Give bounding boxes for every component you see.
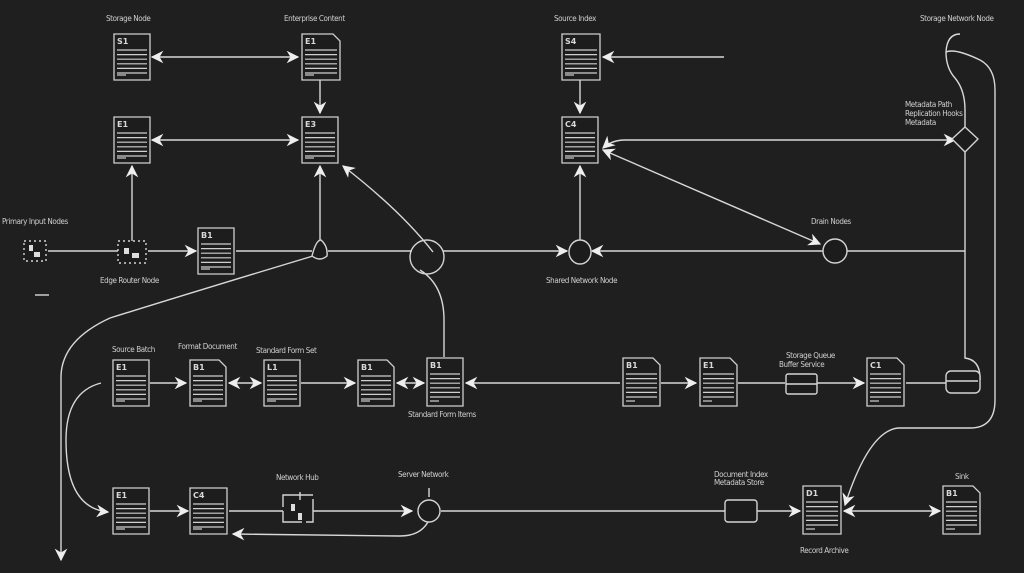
document-frame (942, 485, 981, 535)
document-header: E1 (703, 361, 714, 370)
decision-diamond[interactable] (951, 126, 979, 153)
document-frame (426, 357, 464, 407)
document-icon[interactable]: B1 (942, 485, 981, 535)
document-header: L1 (267, 363, 278, 372)
label-storage-queue: Storage Queue (786, 351, 836, 360)
document-icon[interactable]: C4 (189, 487, 228, 535)
document-frame (866, 357, 905, 407)
label-record-archive: Record Archive (800, 546, 849, 555)
label-server-network: Server Network (398, 470, 450, 479)
label-source-batch: Source Batch (112, 345, 155, 354)
document-icon[interactable]: E1 (301, 33, 341, 81)
connector-hub-d5 (419, 269, 445, 357)
document-frame (622, 357, 661, 407)
connector-left-e1 (65, 382, 110, 518)
document-frame (699, 357, 738, 407)
document-header: B1 (626, 361, 638, 370)
label-drain-nodes: Drain Nodes (811, 217, 852, 226)
document-header: E1 (117, 120, 128, 129)
gateway-node[interactable] (724, 499, 758, 523)
document-header: E1 (305, 37, 316, 46)
label-sink: Sink (955, 472, 970, 481)
label-edge-router: Edge Router Node (100, 276, 160, 285)
document-icon[interactable]: S1 (113, 33, 151, 81)
document-icon[interactable]: B1 (622, 357, 661, 407)
document-icon[interactable]: E3 (301, 116, 339, 164)
hub-node[interactable] (409, 239, 445, 275)
connectors (35, 33, 996, 562)
document-icon[interactable]: S4 (561, 33, 601, 81)
label-replication-hooks: Replication Hooks (905, 109, 963, 118)
document-header: B1 (193, 363, 205, 372)
document-icon[interactable]: E1 (112, 359, 150, 407)
database-node[interactable] (945, 370, 981, 394)
switch-node[interactable] (282, 492, 314, 523)
document-header: B1 (201, 231, 213, 240)
document-icon[interactable]: D1 (802, 485, 842, 535)
document-frame (802, 485, 842, 535)
document-icon[interactable]: E1 (113, 116, 151, 164)
network-hub-node[interactable] (417, 499, 441, 523)
label-metadata-path: Metadata Path (905, 100, 952, 109)
connector-top-right-return (842, 50, 996, 507)
drain-node[interactable] (822, 238, 848, 264)
label-format-document: Format Document (178, 342, 237, 351)
connector-drain-b3 (601, 148, 822, 246)
nodes (23, 126, 981, 523)
label-network-hub: Network Hub (276, 473, 319, 482)
label-primary-input: Primary Input Nodes (2, 217, 69, 226)
label-storage-network-node: Storage Network Node (920, 14, 995, 23)
valve-node[interactable] (311, 239, 328, 260)
label-standard-form-items: Standard Form Items (408, 410, 477, 419)
label-metadata-store: Metadata Store (714, 478, 765, 487)
label-shared-network: Shared Network Node (546, 276, 618, 285)
document-header: B1 (430, 361, 442, 370)
document-icon[interactable]: C1 (866, 357, 905, 407)
document-header: D1 (806, 489, 819, 498)
connector-hub-b2 (342, 165, 434, 253)
router-node-icon[interactable] (117, 240, 147, 264)
document-header: B1 (946, 489, 958, 498)
document-header: B1 (361, 363, 373, 372)
connector-valve-left-curve (54, 255, 314, 562)
label-source-index: Source Index (554, 14, 597, 23)
document-header: C4 (193, 491, 205, 500)
document-icon[interactable]: B1 (197, 227, 235, 275)
label-buffer-service: Buffer Service (779, 360, 825, 369)
connector-hub-e2-return (231, 521, 429, 541)
document-header: E1 (116, 363, 127, 372)
document-header: S1 (117, 37, 129, 46)
document-icon[interactable]: B1 (426, 357, 464, 407)
connector-b3-diamond (602, 133, 957, 149)
document-icon[interactable]: E1 (112, 487, 150, 535)
junction-node[interactable] (568, 239, 592, 265)
document-header: C1 (870, 361, 882, 370)
document-icon[interactable]: C4 (561, 116, 599, 164)
label-storage-node: Storage Node (106, 14, 151, 23)
document-icon[interactable]: B1 (357, 359, 395, 407)
document-icon[interactable]: E1 (699, 357, 738, 407)
document-icon[interactable]: L1 (263, 359, 301, 407)
label-standard-form-set: Standard Form Set (256, 346, 317, 355)
document-header: E1 (116, 491, 127, 500)
connector-top-right-loop (945, 33, 966, 127)
document-header: C4 (565, 120, 577, 129)
document-icon[interactable]: B1 (189, 359, 227, 407)
document-header: E3 (305, 120, 316, 129)
labels: Storage Node Enterprise Content Source I… (2, 14, 995, 555)
label-metadata: Metadata (905, 118, 936, 127)
input-node-icon[interactable] (23, 240, 47, 262)
document-header: S4 (565, 37, 577, 46)
connector-diamond-db (964, 152, 981, 380)
label-enterprise-content: Enterprise Content (284, 14, 345, 23)
label-document-index: Document Index (714, 470, 769, 479)
